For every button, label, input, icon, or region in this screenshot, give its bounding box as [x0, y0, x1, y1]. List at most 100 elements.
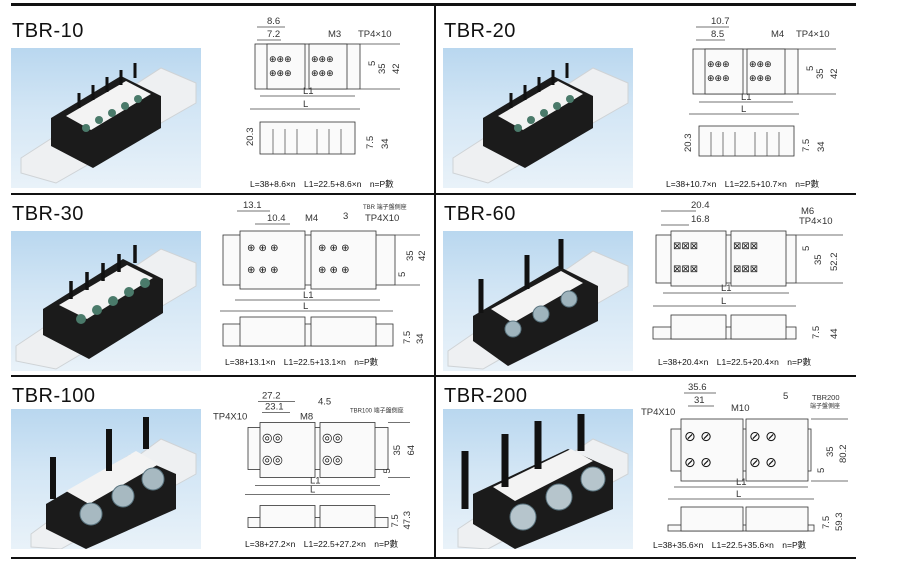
pitch-dim: 10.7 [711, 16, 730, 27]
screw-size: M3 [328, 29, 341, 40]
side-seat-label: TBR100 端子盤側座 [350, 407, 404, 415]
pitch-dim: 27.2 [262, 391, 281, 402]
inner-pitch-dim: 16.8 [691, 214, 710, 225]
formula-n: n=P數 [782, 540, 807, 550]
dimension-drawing: 8.6 7.2 M3 TP4×10 ⊕⊕⊕⊕⊕⊕⊕⊕⊕⊕⊕⊕ 5 35 42 L… [245, 14, 415, 164]
l-label: L [310, 485, 315, 496]
formula-l: L=38+10.7×n [666, 179, 717, 189]
total-height-dim: 42 [391, 63, 402, 74]
base-dim: 7.5 [811, 326, 822, 339]
terminal-block-small-icon [20, 63, 197, 184]
l-label: L [303, 301, 308, 312]
formula-n: n=P數 [369, 179, 394, 189]
screw-size: M4 [771, 29, 784, 40]
formula-l: L=38+13.1×n [225, 357, 276, 367]
svg-text:⊕⊕⊕: ⊕⊕⊕ [311, 69, 334, 79]
tapping-screw-label: TP4×10 [358, 29, 392, 40]
row-divider-1 [11, 193, 856, 195]
terminal-block-photo [443, 409, 633, 549]
formula-n: n=P數 [795, 179, 820, 189]
product-cell-tbr-60: TBR-60 20.4 16.8 M6 TP4×10 ⊠⊠⊠⊠⊠⊠⊠⊠⊠⊠⊠⊠ [436, 195, 856, 375]
formula-l1: L1=22.5+35.6×n [711, 540, 774, 550]
total-height-dim: 42 [829, 68, 840, 79]
l1-label: L1 [736, 477, 747, 488]
top-border [11, 3, 856, 6]
l-label: L [721, 296, 726, 307]
svg-text:◎◎: ◎◎ [262, 431, 283, 445]
total-height-dim: 42 [417, 250, 428, 261]
formula-l1: L1=22.5+13.1×n [283, 357, 346, 367]
formula-l: L=38+20.4×n [658, 357, 709, 367]
depth-dim: 34 [816, 141, 827, 152]
formula-l: L=38+8.6×n [250, 179, 296, 189]
svg-text:⊘ ⊘: ⊘ ⊘ [749, 429, 777, 445]
hole-spacing-dim: 5 [816, 468, 827, 473]
terminal-block-photo [11, 409, 201, 549]
formula-l1: L1=22.5+27.2×n [303, 539, 366, 549]
inner-pitch-dim: 8.5 [711, 29, 724, 40]
formula-l1: L1=22.5+8.6×n [304, 179, 362, 189]
terminal-block-photo [11, 231, 201, 371]
l-label: L [741, 104, 746, 115]
formula-n: n=P數 [374, 539, 399, 549]
row-divider-2 [11, 375, 856, 377]
l1-label: L1 [310, 476, 321, 487]
depth-dim: 44 [829, 328, 840, 339]
svg-text:⊕ ⊕ ⊕: ⊕ ⊕ ⊕ [247, 265, 279, 276]
l-label: L [303, 99, 308, 110]
formula-n: n=P數 [787, 357, 812, 367]
formula-l1: L1=22.5+10.7×n [724, 179, 787, 189]
terminal-block-photo [443, 231, 633, 371]
side-seat-label-line1: TBR200 [812, 393, 840, 402]
svg-text:⊘ ⊘: ⊘ ⊘ [684, 429, 712, 445]
depth-dim: 34 [415, 333, 426, 344]
length-formula: L=38+20.4×n L1=22.5+20.4×n n=P數 [658, 356, 817, 368]
terminal-block-photo [11, 48, 201, 188]
mount-height-dim: 35 [813, 254, 824, 265]
side-gap-dim: 3 [343, 211, 348, 222]
svg-text:⊕⊕⊕: ⊕⊕⊕ [311, 55, 334, 65]
dimension-drawing: 27.2 23.1 TP4X10 M8 4.5 TBR100 端子盤側座 ◎◎◎… [210, 387, 430, 537]
terminal-block-medium-icon [15, 245, 197, 370]
inner-pitch-dim: 7.2 [267, 29, 280, 40]
side-gap-dim: 4.5 [318, 397, 331, 408]
mount-height-dim: 35 [815, 68, 826, 79]
side-height-dim: 20.3 [245, 128, 256, 147]
length-formula: L=38+27.2×n L1=22.5+27.2×n n=P數 [245, 538, 404, 550]
tapping-screw-label: TP4×10 [796, 29, 830, 40]
terminal-block-large-icon [447, 239, 629, 370]
formula-l: L=38+35.6×n [653, 540, 704, 550]
product-cell-tbr-100: TBR-100 27.2 23.1 TP4X10 M8 4.5 TBR100 端… [0, 377, 434, 557]
depth-dim: 47.3 [402, 511, 413, 530]
pitch-dim: 13.1 [243, 200, 262, 211]
pitch-dim: 35.6 [688, 382, 707, 393]
hole-spacing-dim: 5 [382, 468, 393, 473]
l1-label: L1 [741, 92, 752, 103]
side-seat-label: TBR 端子盤側座 [363, 203, 407, 211]
screw-size: M8 [300, 412, 313, 423]
svg-text:⊕⊕⊕: ⊕⊕⊕ [749, 74, 772, 84]
base-dim: 7.5 [365, 136, 376, 149]
pitch-dim: 20.4 [691, 200, 710, 211]
svg-text:⊕⊕⊕: ⊕⊕⊕ [707, 60, 730, 70]
length-formula: L=38+13.1×n L1=22.5+13.1×n n=P數 [225, 356, 384, 368]
base-dim: 7.5 [390, 514, 401, 527]
formula-n: n=P數 [354, 357, 379, 367]
model-title: TBR-200 [444, 385, 528, 407]
model-title: TBR-100 [12, 385, 96, 407]
formula-l: L=38+27.2×n [245, 539, 296, 549]
terminal-block-xl-icon [30, 417, 197, 549]
depth-dim: 34 [380, 138, 391, 149]
dimension-drawing: 10.7 8.5 M4 TP4×10 ⊕⊕⊕⊕⊕⊕⊕⊕⊕⊕⊕⊕ 5 35 42 … [681, 14, 851, 164]
total-height-dim: 52.2 [829, 253, 840, 272]
column-divider [434, 5, 436, 558]
svg-text:⊕ ⊕ ⊕: ⊕ ⊕ ⊕ [318, 243, 350, 254]
tapping-screw-label: TP4×10 [799, 216, 833, 227]
length-formula: L=38+10.7×n L1=22.5+10.7×n n=P數 [666, 178, 825, 190]
pitch-dim: 8.6 [267, 16, 280, 27]
svg-text:⊕⊕⊕: ⊕⊕⊕ [269, 69, 292, 79]
hole-spacing-dim: 5 [397, 272, 408, 277]
hole-spacing-dim: 5 [805, 66, 816, 71]
depth-dim: 59.3 [834, 513, 845, 532]
base-dim: 7.5 [402, 331, 413, 344]
